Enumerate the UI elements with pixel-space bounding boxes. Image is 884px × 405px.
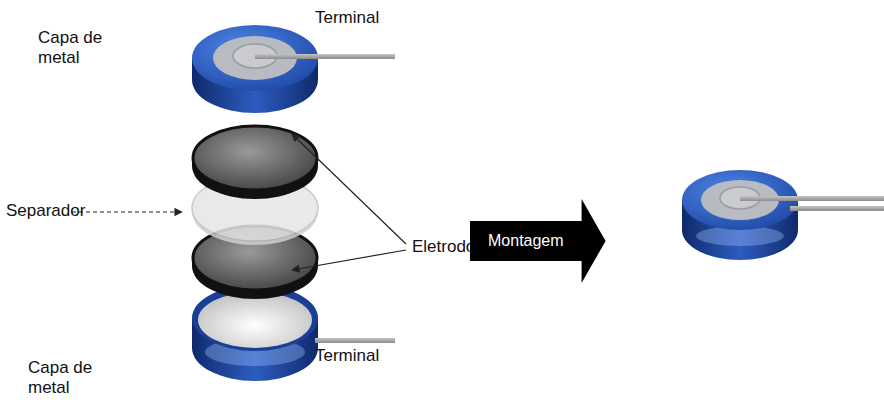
terminal-wire — [790, 206, 884, 211]
arrow-label: Montagem — [488, 232, 564, 249]
bottom-metal-cap — [192, 285, 395, 381]
terminal-label: Terminal — [315, 346, 379, 366]
terminal-wire — [740, 196, 884, 201]
terminal-wire — [255, 54, 395, 59]
assembled-coin-cell — [682, 170, 884, 260]
terminal-label: Terminal — [315, 8, 379, 28]
electrode-disc — [192, 126, 318, 199]
leader-line — [292, 134, 406, 244]
top-metal-cap — [192, 25, 395, 113]
part-label: Capa de metal — [28, 358, 108, 398]
leader-line — [292, 250, 406, 270]
part-label: Capa de metal — [38, 28, 118, 68]
terminal-wire — [315, 338, 395, 343]
assembly-arrow: Montagem — [470, 221, 582, 261]
part-label: Separador — [6, 201, 85, 221]
leader-line — [72, 211, 182, 212]
